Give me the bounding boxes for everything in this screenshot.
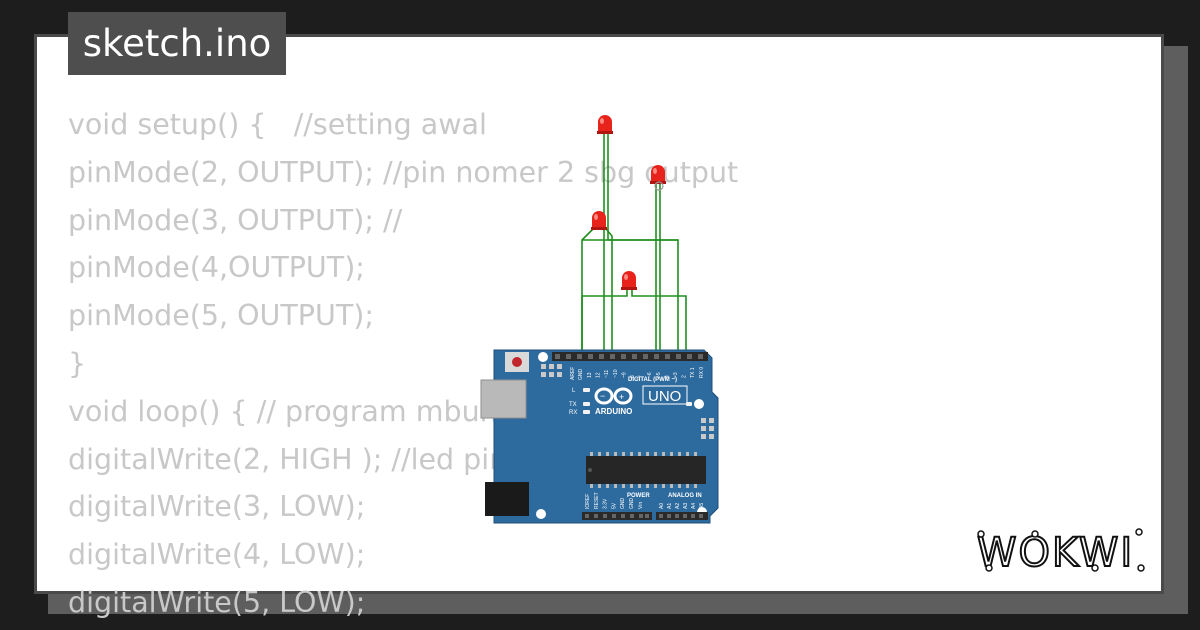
pin-label: ~3 [673, 372, 679, 378]
pin-label: A4 [691, 503, 697, 509]
pin-label: GND [620, 498, 626, 510]
tx-label: TX [569, 402, 577, 408]
pin-label: 3.3V [603, 498, 609, 509]
pin-label: 4 [664, 375, 670, 378]
pin-label: A3 [683, 503, 689, 509]
logo-node-dots [977, 528, 1145, 572]
rx-label: RX [569, 410, 577, 416]
analog-header-label: ANALOG IN [668, 493, 702, 499]
pin-label: A5 [699, 503, 705, 509]
power-header-label: POWER [627, 493, 650, 499]
code-line: digitalWrite(3, LOW); [68, 490, 366, 524]
code-line: pinMode(5, OUTPUT); [68, 299, 374, 333]
code-line: void setup() { //setting awal [68, 108, 487, 141]
led-2 [650, 165, 666, 191]
led-1 [597, 115, 613, 134]
gnd-label: GND [578, 369, 584, 381]
pin-label: TX 1 [690, 367, 696, 378]
aref-label: AREF [570, 367, 576, 380]
wokwi-logo[interactable]: WOKWI [975, 526, 1150, 577]
power-jack [485, 482, 529, 516]
usb-port [480, 379, 527, 419]
arduino-logo-icon [594, 387, 633, 405]
pin-label: RX 0 [699, 367, 705, 378]
atmega-chip [586, 456, 706, 484]
wire-led4-gnd [631, 288, 687, 352]
pin-label: IOREF [585, 494, 591, 509]
pin-label: 8 [630, 375, 636, 378]
code-preview: void setup() { //setting awal pinMode(2, … [68, 101, 738, 627]
arduino-brand: ARDUINO [595, 407, 632, 416]
pin-label: 7 [639, 375, 645, 378]
pin-label: 12 [596, 372, 602, 378]
pin-label: A2 [675, 503, 681, 509]
code-line: void loop() { // program mbuh [68, 394, 498, 428]
code-line: pinMode(3, OUTPUT); // [68, 203, 403, 237]
wire-led1-gnd [607, 132, 679, 352]
pin-label: 13 [587, 372, 593, 378]
wire-led3 [581, 223, 599, 352]
power-header [582, 512, 652, 520]
svg-text:−: − [600, 391, 605, 401]
code-line: pinMode(4,OUTPUT); [68, 251, 365, 285]
l-label: L [572, 388, 576, 394]
file-tab[interactable]: sketch.ino [68, 12, 286, 75]
pin-label: 2 [682, 375, 688, 378]
pin-label: ~9 [621, 372, 627, 378]
led-3 [591, 211, 607, 230]
uno-model: UNO [648, 388, 681, 405]
pin-label: Vin [638, 502, 644, 509]
wires [581, 132, 687, 352]
wire-led4 [581, 288, 628, 352]
code-line: } [68, 346, 87, 380]
pin-label: ~11 [604, 370, 610, 378]
pin-label: 5V [611, 502, 617, 509]
pin-label: ~5 [656, 372, 662, 378]
pin-label: GND [629, 498, 635, 510]
pin-label: A1 [667, 503, 673, 509]
pin-label: RESET [594, 492, 600, 509]
led-4 [621, 271, 637, 290]
svg-text:+: + [619, 392, 624, 402]
digital-header-label: DIGITAL (PWM ~) [628, 377, 677, 383]
code-line: digitalWrite(5, LOW); [68, 585, 366, 619]
digital-header [552, 352, 708, 361]
pin-label: ~10 [613, 369, 619, 378]
analog-header [656, 512, 708, 520]
pin-label: ~6 [647, 372, 653, 378]
on-label: ON [694, 402, 703, 408]
wokwi-logo-text: WOKWI [977, 530, 1134, 576]
code-line: digitalWrite(4, LOW); [68, 538, 366, 572]
reset-button [512, 357, 522, 367]
code-line: pinMode(2, OUTPUT); //pin nomer 2 sbg ou… [68, 155, 739, 189]
pin-label: A0 [659, 503, 665, 509]
